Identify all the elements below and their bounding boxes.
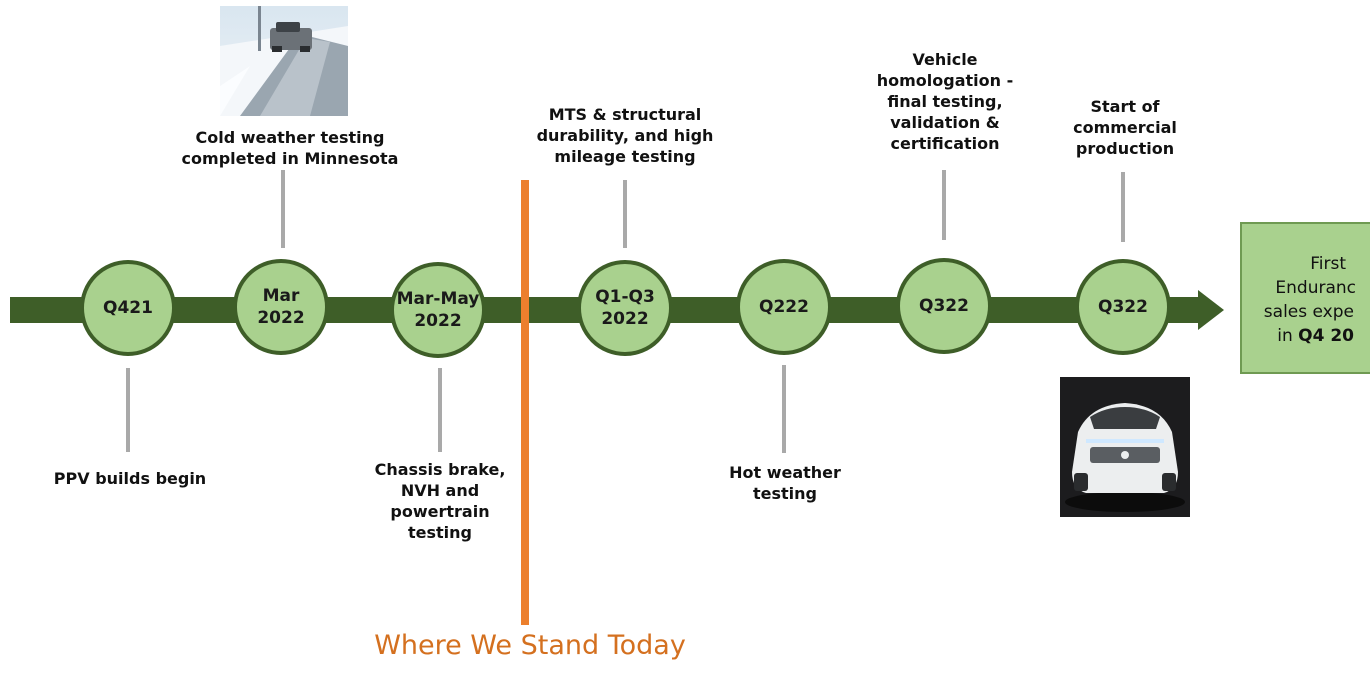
today-label: Where We Stand Today (374, 630, 686, 661)
milestone-node-mar-2022: Mar 2022 (233, 259, 329, 355)
first-sales-box: First Enduranc sales expe in Q4 20 (1240, 222, 1370, 374)
milestone-label-commercial-production: Start of commercial production (1073, 97, 1177, 158)
milestone-label-hot-weather: Hot weather testing (729, 463, 841, 503)
milestone-label-cold-weather: Cold weather testing completed in Minnes… (181, 128, 399, 168)
milestone-label-ppv-builds: PPV builds begin (53, 469, 207, 488)
milestone-label-mts-durability: MTS & structural durability, and high mi… (536, 105, 714, 166)
milestone-label-chassis-brake: Chassis brake, NVH and powertrain testin… (374, 460, 506, 542)
milestone-stem (782, 365, 786, 453)
first-sales-line4: in Q4 20 (1277, 326, 1354, 346)
milestone-node-mar-may-2022: Mar-May 2022 (390, 262, 486, 358)
cold-weather-truck-photo (220, 6, 348, 116)
milestone-node-q1-q3-2022: Q1-Q3 2022 (577, 260, 673, 356)
first-sales-line1: First (1310, 254, 1346, 274)
milestone-stem (1121, 172, 1125, 242)
timeline-arrowhead (1198, 290, 1224, 330)
product-truck-photo (1060, 377, 1190, 517)
first-sales-line3: sales expe (1263, 302, 1354, 322)
milestone-node-q322-a: Q322 (896, 258, 992, 354)
milestone-stem (281, 170, 285, 248)
milestone-stem (623, 180, 627, 248)
milestone-stem (438, 368, 442, 452)
first-sales-line2: Enduranc (1275, 278, 1356, 298)
today-marker-line (521, 180, 529, 625)
milestone-stem (126, 368, 130, 452)
milestone-stem (942, 170, 946, 240)
milestone-label-homologation: Vehicle homologation - final testing, va… (876, 50, 1014, 153)
milestone-node-q421: Q421 (80, 260, 176, 356)
milestone-node-q322-b: Q322 (1075, 259, 1171, 355)
milestone-node-q222: Q222 (736, 259, 832, 355)
